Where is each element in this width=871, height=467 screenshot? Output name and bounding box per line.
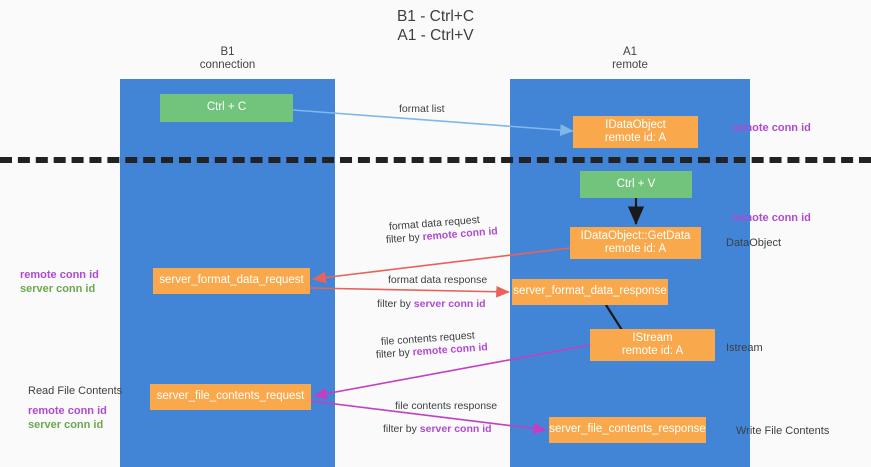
annotation-write-file-contents: Write File Contents [736,424,829,438]
edge-label-filter-server-conn-id-1: filter by server conn id [377,298,486,311]
annotation-istream-text: Istream [726,342,763,354]
edge-label-filter-prefix-2: filter by [377,298,414,310]
edge-label-format-list: format list [399,103,445,116]
node-server-file-contents-request-label: server_file_contents_request [156,390,305,403]
edge-label-format-data-response-text: format data response [388,274,488,286]
annotation-istream: Istream [726,341,763,355]
annotation-remote-conn-id-top: remote conn id [732,121,811,135]
edge-label-filter-prefix-1: filter by [385,231,424,246]
edge-label-filter-server-conn-id-2: filter by server conn id [383,423,492,436]
node-server-format-data-request-label: server_format_data_request [159,274,304,287]
node-server-file-contents-response[interactable]: server_file_contents_response [549,417,706,443]
swimlane-a1-name: A1 [622,46,638,58]
node-idataobject[interactable]: IDataObject remote id: A [573,116,698,148]
node-istream[interactable]: IStream remote id: A [590,329,715,361]
node-server-file-contents-response-label: server_file_contents_response [549,423,706,436]
edge-label-filter-key-2: server conn id [413,298,486,310]
connector-format-list [292,109,574,136]
annotation-dataobject: DataObject [726,236,781,250]
annotation-dataobject-text: DataObject [726,237,782,249]
node-getdata-label: IDataObject::GetData [580,229,691,242]
annotation-left-server-conn-id: server conn id [20,283,96,295]
edge-label-filter-prefix-4: filter by [383,423,420,435]
connector-format-data-response [309,285,510,298]
title-line-2: A1 - Ctrl+V [397,27,474,44]
edge-label-format-list-text: format list [399,103,445,115]
swimlane-b1-name: B1 [220,46,235,58]
swimlane-header-b1: B1 connection [140,46,315,72]
node-idataobject-sublabel: remote id: A [604,132,667,144]
phase-divider [0,157,871,163]
node-ctrl-v[interactable]: Ctrl + V [580,171,692,198]
node-server-file-contents-request[interactable]: server_file_contents_request [150,384,311,410]
node-istream-label: IStream [632,331,673,344]
annotation-left-remote-conn-id-2: remote conn id [28,405,107,417]
connector-format-data-request [312,247,571,284]
swimlane-b1-sub: connection [199,59,256,71]
swimlane-a1-sub: remote [612,59,648,71]
annotation-conn-ids-mid: remote conn id server conn id [20,268,99,296]
title-line-1: B1 - Ctrl+C [396,8,475,25]
node-istream-sublabel: remote id: A [621,345,684,357]
edge-label-filter-prefix-3: filter by [375,346,414,361]
annotation-read-file-contents-text: Read File Contents [28,385,123,397]
annotation-remote-conn-id-mid: remote conn id [732,211,811,225]
page-title: B1 - Ctrl+C A1 - Ctrl+V [0,7,871,45]
annotation-left-server-conn-id-2: server conn id [28,419,104,431]
node-getdata-sublabel: remote id: A [604,243,667,255]
node-server-format-data-request[interactable]: server_format_data_request [153,268,310,294]
node-server-format-data-response-label: server_format_data_response [513,285,667,298]
annotation-read-file-contents-group: Read File Contents remote conn id server… [28,384,122,432]
annotation-left-remote-conn-id: remote conn id [20,269,99,281]
connector-file-contents-response [310,400,547,435]
node-ctrl-c[interactable]: Ctrl + C [160,94,293,122]
node-idataobject-getdata[interactable]: IDataObject::GetData remote id: A [570,227,701,259]
annotation-remote-conn-id-mid-text: remote conn id [732,212,811,224]
connector-file-contents-request [313,344,591,400]
node-server-format-data-response[interactable]: server_format_data_response [512,279,668,305]
edge-label-file-contents-response: file contents response [395,400,497,413]
node-ctrl-c-label: Ctrl + C [206,101,247,114]
swimlane-header-a1: A1 remote [530,46,730,72]
edge-label-file-contents-response-text: file contents response [395,400,498,412]
edge-label-format-data-response: format data response [388,274,487,287]
node-ctrl-v-label: Ctrl + V [616,177,656,190]
node-idataobject-label: IDataObject [605,118,666,131]
edge-label-filter-key-4: server conn id [419,423,492,435]
annotation-write-file-contents-text: Write File Contents [736,425,830,437]
annotation-remote-conn-id-top-text: remote conn id [732,122,811,134]
